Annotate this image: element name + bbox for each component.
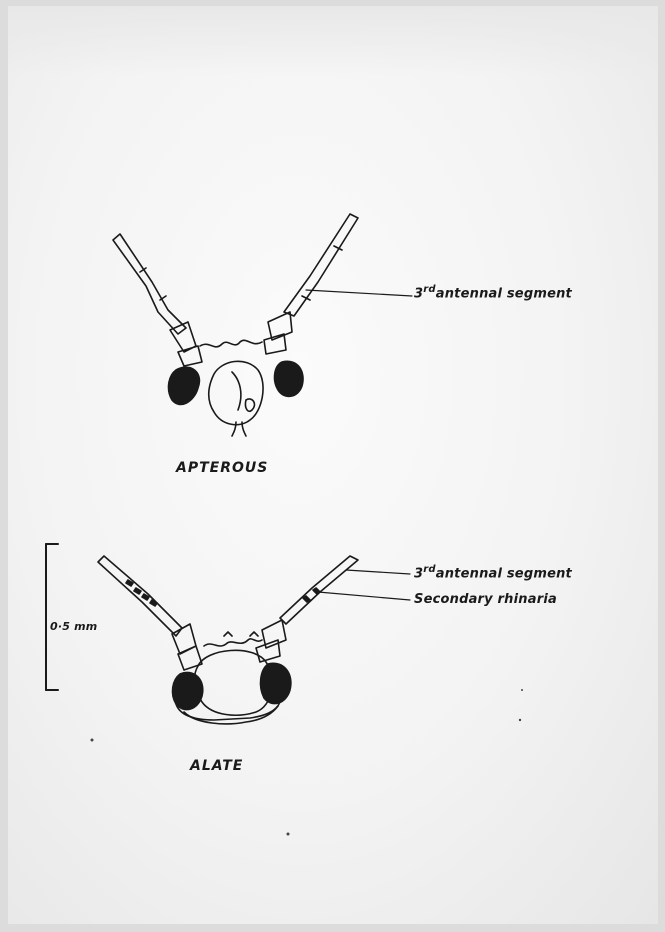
apterous-leader-line [306, 290, 412, 296]
scale-bar [46, 544, 58, 690]
apterous-head-detail [232, 372, 254, 411]
alate-label: ALATE [190, 758, 243, 774]
apterous-right-eye [275, 361, 304, 396]
apterous-label: APTEROUS [176, 460, 268, 476]
apterous-head-capsule [209, 361, 263, 424]
apterous-annotation-text: antennal segment [436, 286, 572, 301]
apterous-annotation: 3rdantennal segment [414, 284, 572, 301]
alate-annotation: 3rdantennal segment [414, 564, 572, 581]
alate-left-antenna [98, 556, 182, 636]
alate-annotation-prefix: 3 [414, 566, 423, 581]
alate-leader-line-rhinaria [318, 592, 410, 600]
apterous-left-antenna [113, 234, 186, 334]
alate-right-eye [261, 663, 291, 703]
alate-frons [204, 639, 262, 646]
scale-bar-label: 0·5 mm [50, 620, 97, 633]
alate-head-figure [98, 556, 358, 724]
apterous-frons [200, 340, 262, 347]
alate-left-antenna-base [172, 624, 202, 670]
apterous-head-figure [113, 214, 358, 436]
apterous-annotation-prefix: 3 [414, 286, 423, 301]
apterous-right-antenna [284, 214, 358, 316]
alate-left-eye [173, 672, 203, 709]
apterous-left-eye [169, 367, 200, 404]
apterous-right-antenna-base [264, 312, 292, 354]
paper-specks [91, 689, 524, 836]
alate-annotation-text: antennal segment [436, 566, 572, 581]
alate-leader-line-segment [346, 570, 410, 574]
alate-rhinaria-annotation: Secondary rhinaria [414, 592, 557, 607]
apterous-annotation-sup: rd [423, 284, 436, 295]
alate-annotation-sup: rd [423, 564, 436, 575]
alate-ocelli [224, 632, 258, 636]
